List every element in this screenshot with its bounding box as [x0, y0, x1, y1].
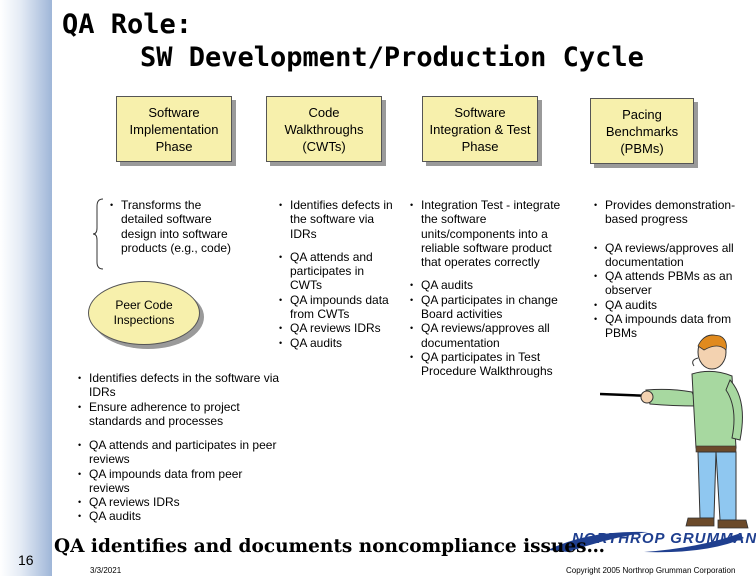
box-label: Software Implementation Phase — [129, 104, 219, 154]
list-item: QA reviews IDRs — [78, 495, 278, 510]
list-item: Ensure adherence to project standards an… — [78, 400, 288, 429]
title-line-1: QA Role: — [62, 9, 193, 40]
box-label: Pacing Benchmarks (PBMs) — [605, 106, 679, 156]
oval-peer-code-inspections: Peer Code Inspections — [88, 281, 200, 345]
box-pacing-benchmarks: Pacing Benchmarks (PBMs) — [590, 98, 694, 164]
title-line-2: SW Development/Production Cycle — [140, 42, 644, 73]
list-peer-defects: Identifies defects in the software via I… — [78, 371, 288, 428]
page-number: 16 — [18, 552, 34, 568]
list-item: QA impounds data from CWTs — [279, 293, 395, 322]
list-item: Identifies defects in the software via I… — [279, 198, 395, 241]
list-integration: Integration Test - integrate the softwar… — [410, 198, 572, 379]
list-pacing-benchmarks: Provides demonstration-based progress QA… — [594, 198, 750, 341]
box-label: Software Integration & Test Phase — [429, 104, 531, 154]
list-item: QA reviews/approves all documentation — [410, 321, 572, 350]
list-item: QA participates in Test Procedure Walkth… — [410, 350, 572, 379]
list-item: Transforms the detailed software design … — [110, 198, 235, 255]
list-item: QA reviews IDRs — [279, 321, 395, 336]
list-item: QA reviews/approves all documentation — [594, 241, 750, 270]
slide-title: QA Role: SW Development/Production Cycle — [62, 8, 644, 74]
list-item: QA audits — [279, 336, 395, 351]
list-item: QA impounds data from peer reviews — [78, 467, 278, 496]
slide-date: 3/3/2021 — [90, 566, 122, 575]
presenter-pointing-icon — [600, 334, 749, 529]
oval-label: Peer Code Inspections — [113, 298, 175, 327]
list-item: QA audits — [410, 278, 572, 293]
list-peer-qa: QA attends and participates in peer revi… — [78, 438, 278, 524]
list-item: QA impounds data from PBMs — [594, 312, 750, 341]
list-item: QA audits — [594, 298, 750, 313]
list-item: QA attends and participates in CWTs — [279, 250, 395, 293]
slide-sidebar — [0, 0, 52, 576]
list-item: Identifies defects in the software via I… — [78, 371, 288, 400]
brace-icon — [92, 198, 104, 270]
list-item: QA audits — [78, 509, 278, 524]
list-item: Integration Test - integrate the softwar… — [410, 198, 572, 269]
box-label: Code Walkthroughs (CWTs) — [284, 104, 364, 154]
list-item: QA attends PBMs as an observer — [594, 269, 750, 298]
list-walkthroughs: Identifies defects in the software via I… — [279, 198, 395, 350]
northrop-grumman-logo — [548, 531, 744, 553]
box-code-walkthroughs: Code Walkthroughs (CWTs) — [266, 96, 382, 162]
footer-statement: QA identifies and documents noncomplianc… — [54, 536, 606, 557]
list-item: QA participates in change Board activiti… — [410, 293, 572, 322]
logo-text: NORTHROP GRUMMAN — [572, 530, 756, 547]
copyright: Copyright 2005 Northrop Grumman Corporat… — [566, 566, 736, 575]
box-software-integration: Software Integration & Test Phase — [422, 96, 538, 162]
list-implementation: Transforms the detailed software design … — [110, 198, 235, 255]
list-item: Provides demonstration-based progress — [594, 198, 750, 227]
box-software-implementation: Software Implementation Phase — [116, 96, 232, 162]
list-item: QA attends and participates in peer revi… — [78, 438, 278, 467]
